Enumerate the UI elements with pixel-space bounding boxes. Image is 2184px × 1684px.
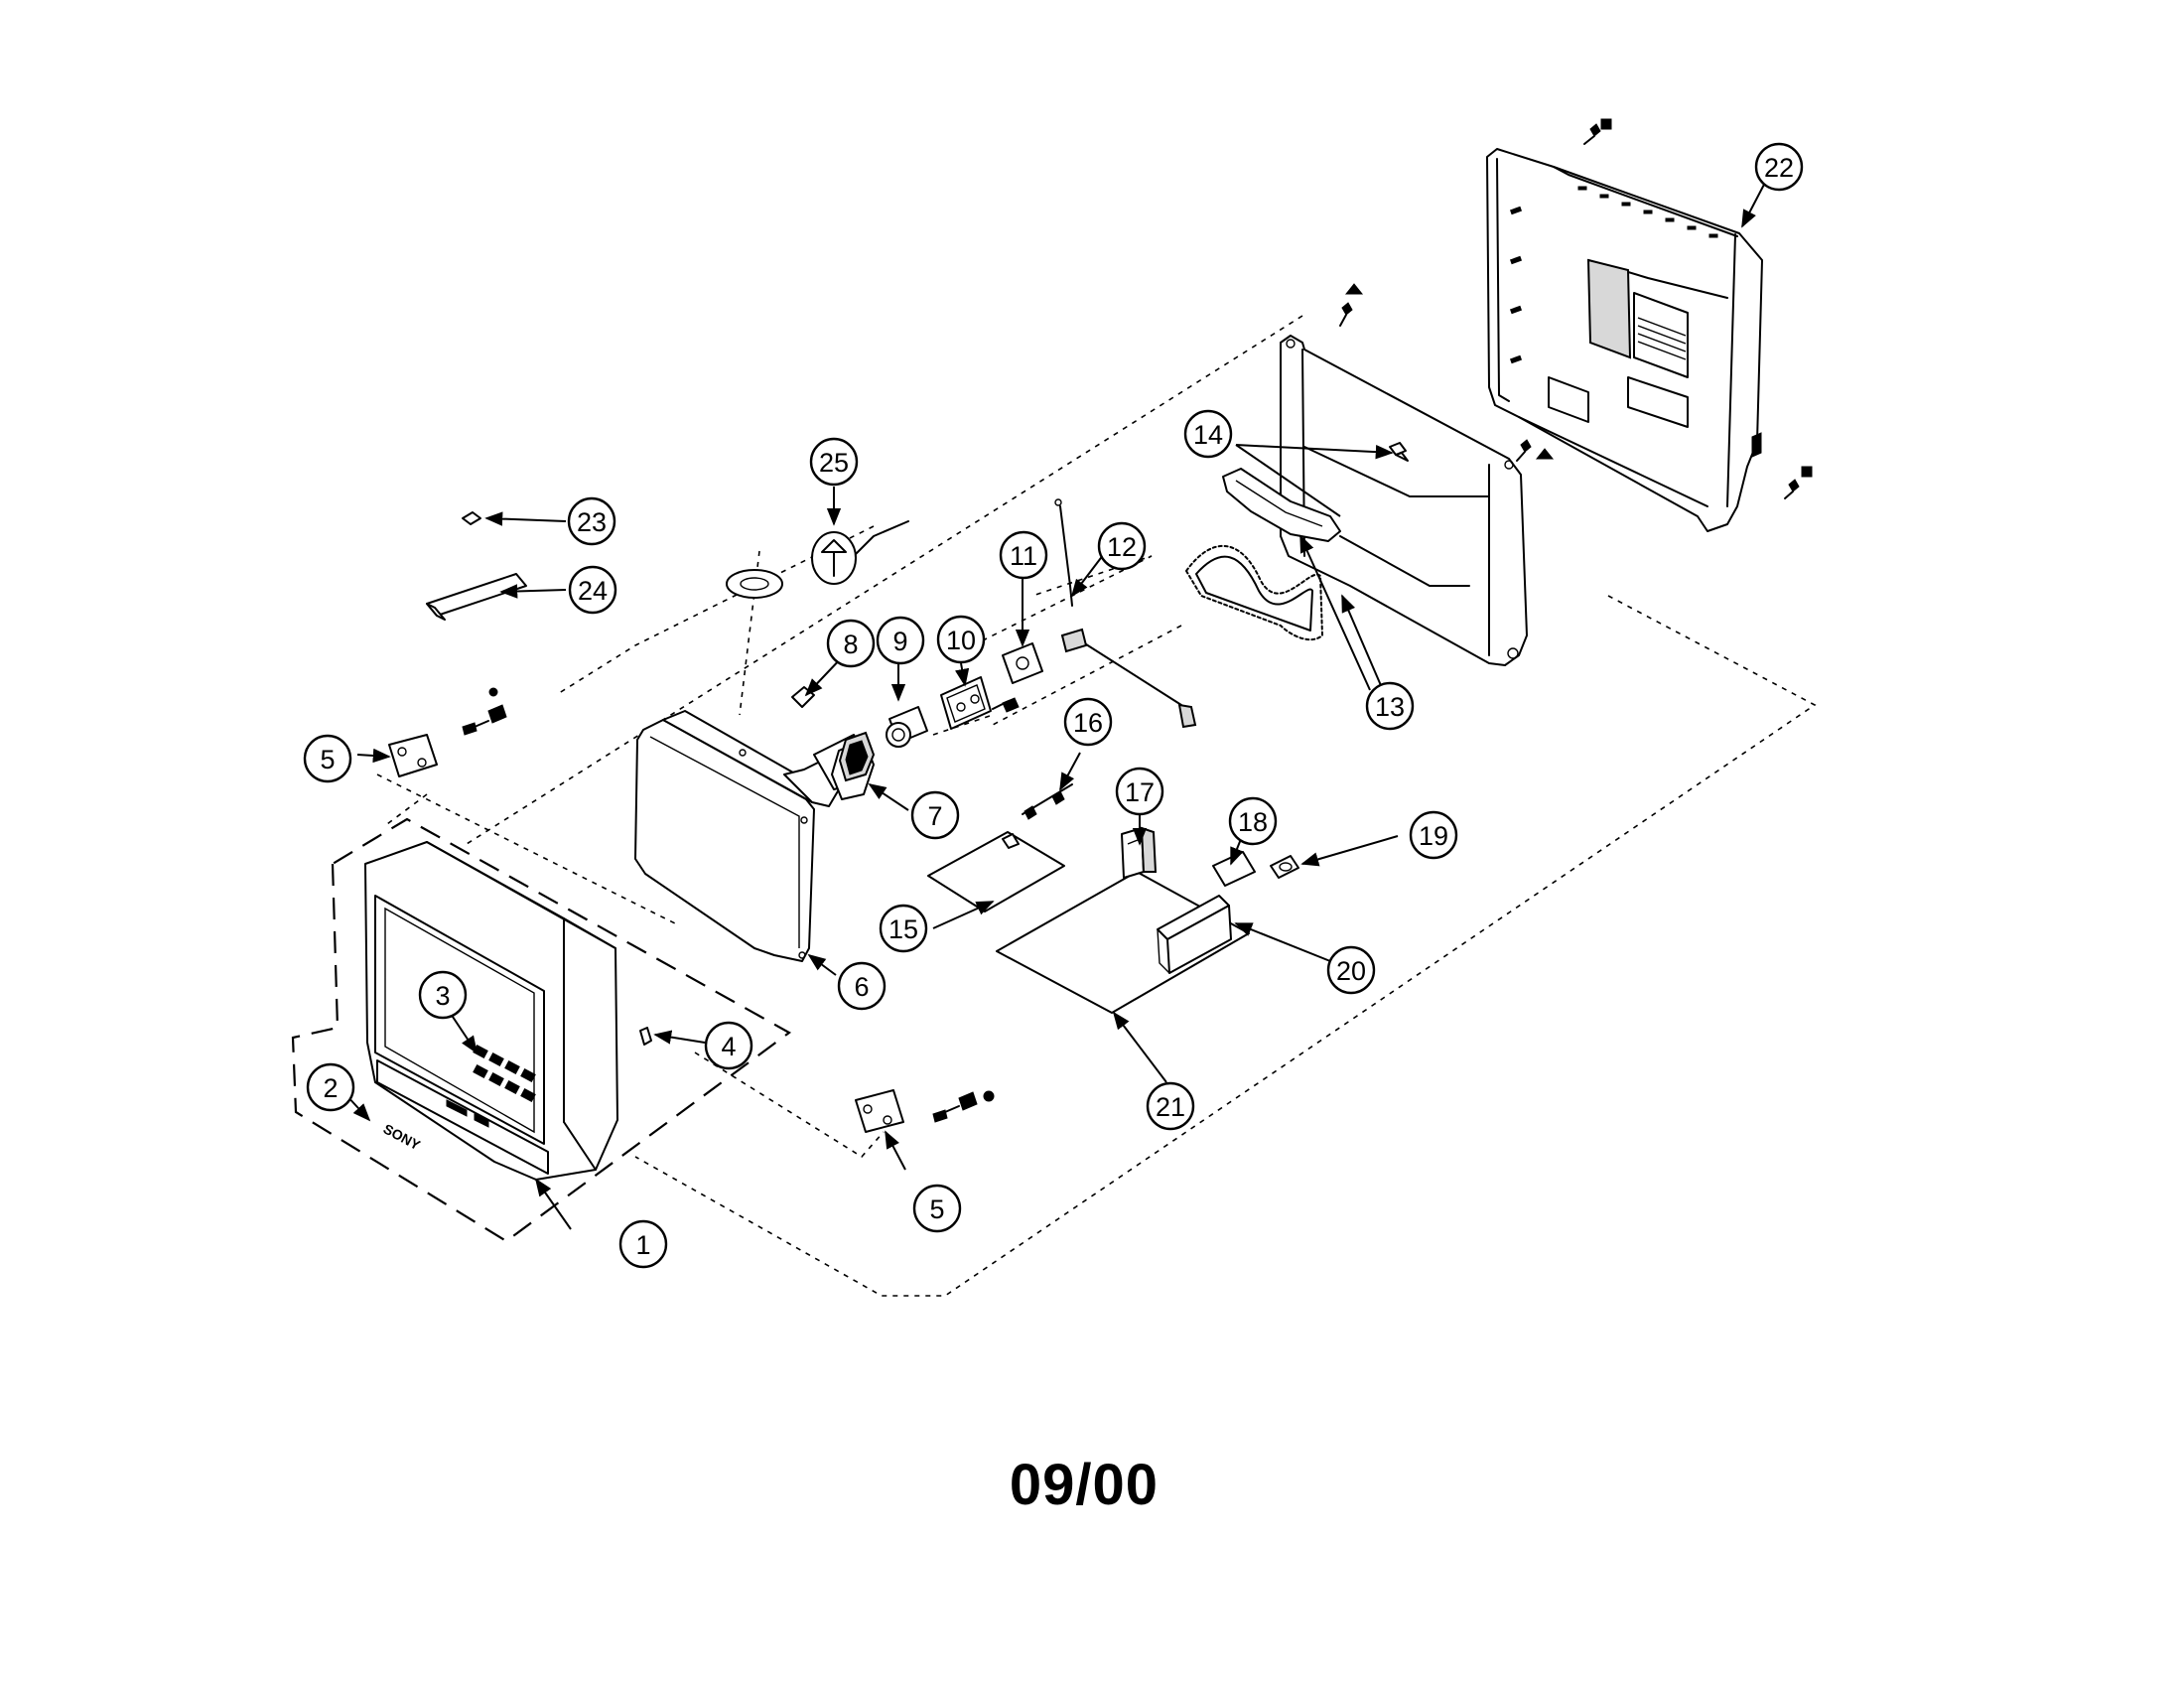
deflection-yoke <box>831 731 876 800</box>
callout-2: 2 <box>306 1062 355 1112</box>
svg-text:2: 2 <box>323 1073 338 1103</box>
front-buttons <box>473 1044 536 1103</box>
svg-text:24: 24 <box>578 576 608 606</box>
callout-16: 16 <box>1063 697 1113 747</box>
callout-25: 25 <box>809 437 859 487</box>
part-4-clip <box>639 1027 652 1046</box>
brand-logo: SONY <box>381 1121 424 1154</box>
callout-15: 15 <box>879 904 928 953</box>
callout-5-top: 5 <box>303 734 352 783</box>
svg-text:7: 7 <box>927 801 942 831</box>
svg-text:18: 18 <box>1238 807 1268 837</box>
callout-8: 8 <box>826 619 876 668</box>
rear-cover-slots <box>1509 186 1718 364</box>
callout-1: 1 <box>618 1219 668 1269</box>
svg-text:25: 25 <box>819 448 849 478</box>
callout-18: 18 <box>1228 796 1278 846</box>
callout-13: 13 <box>1365 681 1415 731</box>
svg-text:21: 21 <box>1156 1092 1185 1122</box>
callout-23: 23 <box>567 496 616 546</box>
svg-text:5: 5 <box>929 1194 944 1224</box>
part-12-spring-wire <box>1054 498 1197 729</box>
revision-code-text: 09/00 <box>1009 1453 1160 1517</box>
front-cabinet-assembly: SONY <box>291 817 792 1243</box>
callout-3: 3 <box>418 970 468 1020</box>
part-24-strap <box>426 573 527 621</box>
part-19-cylinder <box>1270 855 1299 879</box>
part-14-leaders <box>1235 444 1394 517</box>
svg-text:23: 23 <box>577 507 607 537</box>
part-25-emblem <box>726 520 909 599</box>
svg-text:16: 16 <box>1073 708 1103 738</box>
callout-6: 6 <box>837 961 887 1011</box>
callout-22: 22 <box>1754 142 1804 192</box>
svg-text:19: 19 <box>1419 821 1448 851</box>
svg-text:15: 15 <box>888 914 918 944</box>
callout-10: 10 <box>936 615 986 664</box>
screw-marks <box>1339 118 1813 499</box>
part-22-rear-cover <box>1486 148 1763 532</box>
square-symbol-icon <box>1600 118 1612 130</box>
triangle-symbol-icon <box>1344 283 1364 295</box>
callout-4: 4 <box>704 1021 753 1070</box>
svg-text:1: 1 <box>635 1230 650 1260</box>
callout-14: 14 <box>1183 409 1233 459</box>
svg-text:17: 17 <box>1125 777 1155 807</box>
leader-arrows <box>344 178 1768 1230</box>
callout-17: 17 <box>1115 767 1164 816</box>
chassis-frame <box>1280 335 1528 666</box>
bracket-bottom <box>855 1089 995 1133</box>
svg-text:6: 6 <box>854 972 869 1002</box>
part-9-magnet <box>886 706 928 748</box>
svg-text:3: 3 <box>435 981 450 1011</box>
part-23-pad <box>462 511 481 525</box>
part-16-connector <box>1022 783 1073 820</box>
part-13-strap-lower <box>1185 545 1323 641</box>
callout-19: 19 <box>1409 810 1458 860</box>
svg-text:9: 9 <box>892 627 907 656</box>
svg-text:5: 5 <box>320 745 335 774</box>
triangle-symbol-icon <box>1535 448 1555 460</box>
svg-text:8: 8 <box>843 630 858 659</box>
callout-20: 20 <box>1326 945 1376 995</box>
svg-text:22: 22 <box>1764 153 1794 183</box>
callout-11: 11 <box>999 530 1048 580</box>
part-15-board <box>927 831 1065 912</box>
part-10-board <box>940 676 1020 730</box>
callout-9: 9 <box>876 616 925 665</box>
assembly-guide-lines <box>376 315 1817 1297</box>
revision-code: 09/00 <box>0 1452 2184 1518</box>
picture-tube <box>634 710 865 962</box>
part-20-bar <box>1157 895 1232 974</box>
callout-7: 7 <box>910 790 960 840</box>
callout-24: 24 <box>568 565 617 615</box>
svg-text:4: 4 <box>721 1032 736 1061</box>
bracket-top <box>388 687 507 777</box>
square-symbol-icon <box>1801 466 1813 478</box>
callout-5-bottom: 5 <box>912 1184 962 1233</box>
svg-text:13: 13 <box>1375 692 1405 722</box>
callout-21: 21 <box>1146 1081 1195 1131</box>
callout-12: 12 <box>1097 521 1147 571</box>
svg-text:20: 20 <box>1336 956 1366 986</box>
svg-text:12: 12 <box>1107 532 1137 562</box>
part-13-strap-upper <box>1222 468 1341 542</box>
svg-text:11: 11 <box>1010 541 1037 571</box>
svg-text:10: 10 <box>946 626 976 655</box>
svg-text:14: 14 <box>1193 420 1223 450</box>
part-11-board <box>1002 642 1043 684</box>
